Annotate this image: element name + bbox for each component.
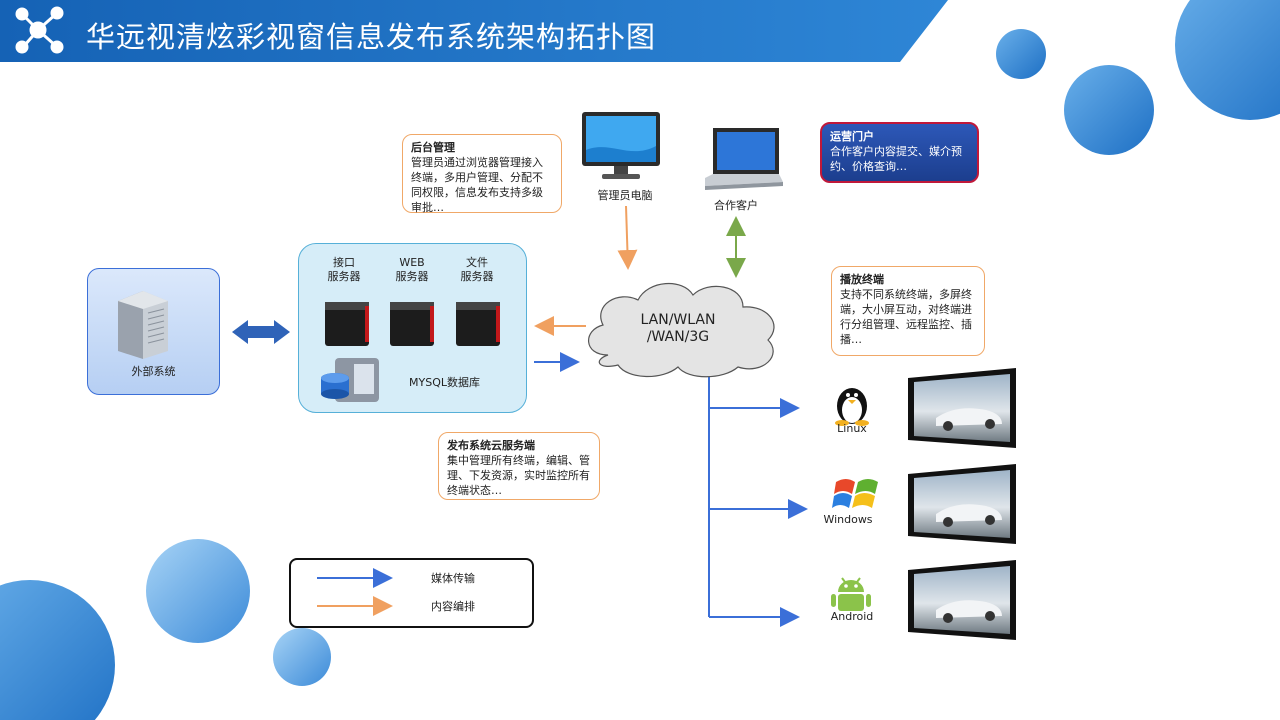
- decor-circle: [1175, 0, 1280, 120]
- network-cloud-icon: [588, 282, 775, 378]
- display-screen-android: [908, 560, 1016, 640]
- legend-content-label: 内容编排: [431, 600, 475, 613]
- admin-pc-label: 管理员电脑: [597, 189, 653, 202]
- network-label: LAN/WLAN/WAN/3G: [640, 312, 716, 345]
- database-label: MYSQL数据库: [409, 376, 480, 389]
- legend: [289, 558, 534, 628]
- header-bar: [0, 0, 948, 62]
- display-screen-linux: [908, 368, 1016, 448]
- double-arrow: [232, 320, 290, 344]
- backend-callout-body: 管理员通过浏览器管理接入终端，多用户管理、分配不同权限，信息发布支持多级审批…: [411, 156, 543, 214]
- android-robot-icon: [831, 577, 871, 611]
- backend-callout-title: 后台管理: [411, 141, 455, 154]
- external-system-label: 外部系统: [131, 365, 176, 378]
- server-label-interface: 接口服务器: [327, 256, 361, 283]
- linux-label: Linux: [837, 422, 867, 435]
- player-callout-body: 支持不同系统终端，多屏终端，大小屏互动，对终端进行分组管理、远程监控、插播…: [840, 288, 972, 346]
- decor-circle: [146, 539, 250, 643]
- backend-callout: 后台管理 管理员通过浏览器管理接入终端，多用户管理、分配不同权限，信息发布支持多…: [402, 134, 562, 214]
- external-system-box: 外部系统: [87, 268, 220, 395]
- server-tower-icon: [118, 291, 168, 359]
- partner-laptop-icon: [705, 128, 783, 190]
- decor-circle: [273, 628, 331, 686]
- admin-to-network-arrow: [617, 205, 638, 270]
- cloud-callout-body: 集中管理所有终端，编辑、管理、下发资源，实时监控所有终端状态…: [447, 454, 590, 497]
- legend-media-label: 媒体传输: [431, 572, 475, 585]
- interface-server-icon: [325, 302, 369, 346]
- page-title: 华远视清炫彩视窗信息发布系统架构拓扑图: [86, 20, 657, 54]
- file-server-icon: [456, 302, 500, 346]
- database-icon: [321, 358, 379, 402]
- windows-label: Windows: [823, 513, 873, 526]
- network-logo-icon: [15, 6, 64, 54]
- player-callout-title: 播放终端: [840, 273, 884, 286]
- android-label: Android: [830, 610, 874, 623]
- server-label-file: 文件服务器: [460, 256, 494, 283]
- portal-callout-title: 运营门户: [830, 130, 874, 143]
- decor-circle: [996, 29, 1046, 79]
- admin-monitor-icon: [582, 112, 660, 179]
- decor-circle: [1064, 65, 1154, 155]
- cloud-callout: 发布系统云服务端 集中管理所有终端，编辑、管理、下发资源，实时监控所有终端状态…: [438, 432, 600, 500]
- linux-penguin-icon: [835, 388, 869, 426]
- decor-circle: [0, 580, 115, 720]
- cloud-callout-title: 发布系统云服务端: [447, 439, 535, 452]
- portal-callout: 运营门户 合作客户内容提交、媒介预约、价格查询…: [820, 122, 979, 183]
- windows-logo-icon: [832, 479, 878, 508]
- web-server-icon: [390, 302, 434, 346]
- display-screen-windows: [908, 464, 1016, 544]
- player-callout: 播放终端 支持不同系统终端，多屏终端，大小屏互动，对终端进行分组管理、远程监控、…: [831, 266, 985, 356]
- partner-label: 合作客户: [714, 199, 758, 212]
- portal-callout-body: 合作客户内容提交、媒介预约、价格查询…: [830, 145, 962, 173]
